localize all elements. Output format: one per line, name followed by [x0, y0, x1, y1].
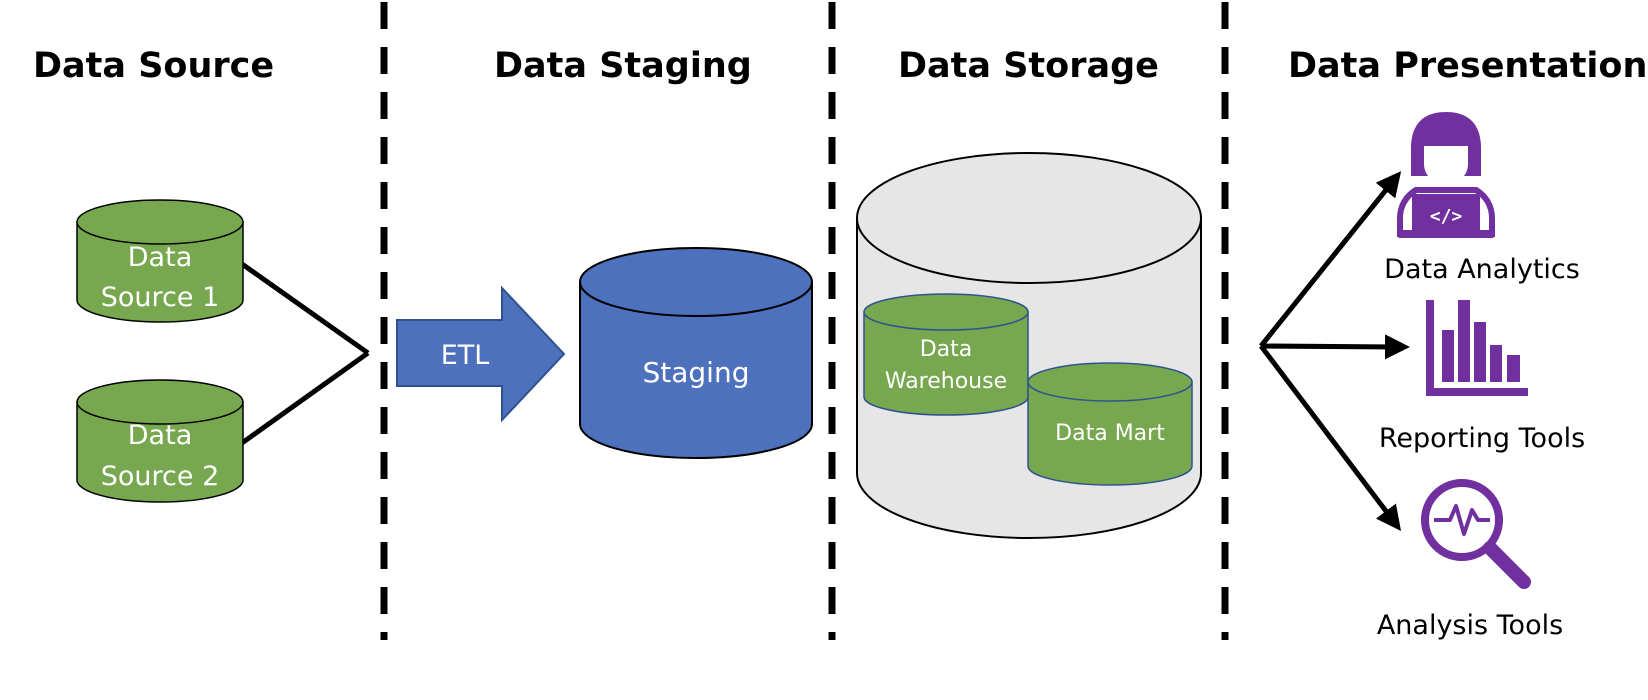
- data-source-1-label-line1: Data: [128, 242, 192, 273]
- data-warehouse-label-line2: Warehouse: [885, 369, 1007, 394]
- header-data-storage: Data Storage: [898, 46, 1159, 86]
- arrow-to-analysis: [1259, 344, 1402, 531]
- etl-label: ETL: [441, 340, 490, 371]
- etl-arrow: ETL: [396, 285, 566, 423]
- presentation-arrows: [1259, 171, 1410, 531]
- svg-text:</>: </>: [1430, 206, 1463, 227]
- data-source-2-label-line1: Data: [128, 420, 192, 451]
- arrow-to-analytics: [1259, 171, 1402, 348]
- data-mart-label: Data Mart: [1055, 421, 1165, 446]
- data-source-1-cylinder: Data Source 1: [76, 199, 244, 323]
- header-data-presentation: Data Presentation: [1288, 46, 1647, 86]
- column-dividers: [380, 2, 1229, 640]
- reporting-tools-icon: [1426, 300, 1528, 396]
- reporting-tools-label: Reporting Tools: [1379, 423, 1585, 454]
- data-source-1-label-line2: Source 1: [101, 282, 220, 313]
- header-data-source: Data Source: [33, 46, 274, 86]
- analysis-tools-label: Analysis Tools: [1377, 610, 1563, 641]
- source-connectors: [240, 261, 370, 446]
- staging-label: Staging: [643, 356, 750, 389]
- data-source-2-cylinder: Data Source 2: [76, 379, 244, 503]
- analysis-tools-icon: [1421, 479, 1531, 589]
- data-source-2-label-line2: Source 2: [101, 461, 220, 492]
- data-analytics-label: Data Analytics: [1384, 254, 1580, 285]
- connector-source-1: [240, 261, 370, 356]
- staging-cylinder: Staging: [579, 247, 813, 459]
- data-warehouse-label-line1: Data: [920, 337, 973, 362]
- arrow-to-reporting: [1260, 334, 1410, 360]
- data-warehouse-cylinder: Data Warehouse: [863, 293, 1029, 416]
- header-data-staging: Data Staging: [494, 46, 752, 86]
- connector-source-2: [240, 350, 370, 446]
- data-analytics-icon: </>: [1397, 112, 1495, 238]
- data-mart-cylinder: Data Mart: [1027, 362, 1193, 486]
